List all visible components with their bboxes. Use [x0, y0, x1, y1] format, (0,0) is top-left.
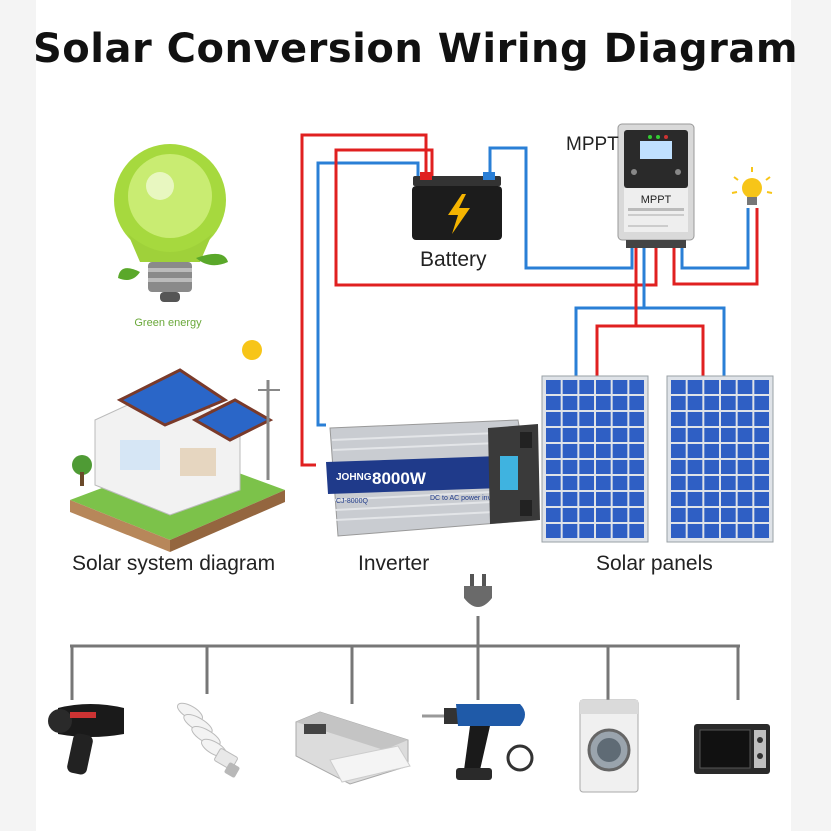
solar-house-icon	[70, 340, 285, 552]
wire-mppt-panels-positive	[595, 248, 638, 378]
right-margin	[791, 0, 831, 831]
page-title: Solar Conversion Wiring Diagram	[32, 26, 799, 72]
inverter-brand-label: JOHNG	[336, 472, 372, 483]
hair-dryer-icon	[48, 704, 124, 775]
washing-machine-icon	[579, 699, 639, 793]
mppt-label: MPPT	[566, 134, 619, 155]
inverter-model-label: CJ-8000Q	[336, 498, 368, 505]
load-wiring	[70, 616, 740, 704]
mppt-device-label: MPPT	[641, 194, 672, 206]
wire-mppt-panels-negative-2	[644, 306, 726, 378]
solar-panels-label: Solar panels	[596, 552, 713, 575]
wire-inverter-battery-positive	[300, 133, 428, 467]
solar-panel-right-icon	[666, 375, 774, 543]
left-margin	[0, 0, 36, 831]
solar-panel-left-icon	[541, 375, 649, 543]
green-energy-bulb-icon: Green energy	[114, 144, 228, 329]
wires	[300, 133, 759, 467]
cfl-bulb-icon	[177, 702, 240, 778]
wire-mppt-lamp-positive	[672, 208, 759, 286]
inverter-label: Inverter	[358, 552, 430, 575]
inverter-icon: JOHNG 8000W CJ-8000Q DC to AC power inve…	[326, 419, 540, 537]
power-plug-icon	[464, 574, 492, 607]
wire-battery-mppt-negative	[488, 146, 634, 270]
wire-mppt-lamp-negative	[680, 208, 750, 270]
power-drill-icon	[422, 704, 534, 780]
green-energy-label: Green energy	[134, 317, 202, 329]
inverter-desc-label: DC to AC power inverter	[430, 495, 506, 502]
solar-system-label: Solar system diagram	[72, 552, 276, 575]
inverter-power-label: 8000W	[372, 469, 427, 488]
mppt-controller-icon: MPPT	[617, 123, 695, 248]
lamp-icon	[731, 167, 773, 205]
battery-icon	[412, 172, 502, 240]
battery-label: Battery	[420, 248, 487, 271]
printer-icon	[295, 711, 411, 785]
wire-inverter-battery-negative	[316, 161, 420, 427]
microwave-oven-icon	[694, 724, 770, 774]
wire-battery-mppt-positive	[334, 148, 658, 287]
wire-mppt-panels-positive-2	[636, 324, 705, 378]
wire-mppt-panels-negative	[574, 248, 646, 378]
